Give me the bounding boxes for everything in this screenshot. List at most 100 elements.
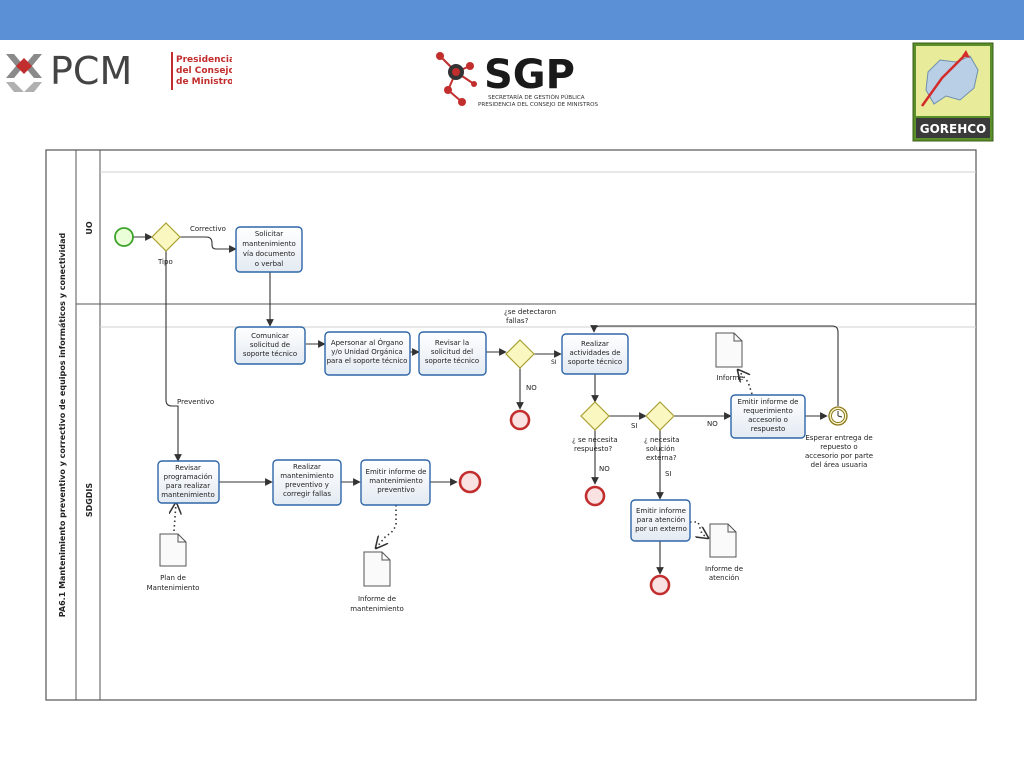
task-comunicar[interactable] [234,326,306,365]
sequence-flows [133,233,839,575]
pcm-mark: PCM [50,49,132,93]
task-emitir-mantenimiento-line1: Emitir informe de [366,468,427,476]
sgp-logo: SGP SECRETARÍA DE GESTIÓN PÚBLICA PRESID… [436,52,599,108]
gorehco-logo: GOREHCO [912,42,994,142]
task-realizar-actividades-line1: Realizar [581,340,609,348]
flow-correctivo[interactable] [180,236,237,253]
task-emitir-mantenimiento[interactable] [360,459,431,506]
task-emitir-mantenimiento-line3: preventivo [377,486,414,494]
doc-plan-label-1: Plan de [160,574,186,582]
sgp-mark: SGP [484,52,575,98]
doc-informe-mant-label-2: mantenimiento [350,605,404,613]
sgp-network-icon [436,52,477,106]
task-revisar-programacion[interactable] [157,460,220,504]
gateway-respuesto-label-2: respuesto? [574,445,613,453]
gateway-externa-label-1: ¿ necesita [644,436,679,444]
timer-event[interactable] [828,406,848,426]
assoc-plan [174,503,176,532]
task-comunicar-line2: solicitud de [250,341,290,349]
gateway-detectaron-label-2: fallas? [506,317,529,325]
flow-no-3-label: NO [707,420,718,428]
task-realizar-preventivo-line2: mantenimiento [280,472,334,480]
gateway-externa[interactable] [645,401,675,431]
task-emitir-requerimiento-line2: requerimiento [743,407,793,415]
task-revisar-solicitud-line3: soporte técnico [425,357,479,365]
doc-informe-atencion-label-1: Informe de [705,565,743,573]
assoc-informe-mant [376,505,397,548]
lane-uo-label: UO [85,221,94,234]
task-emitir-externo[interactable] [630,499,691,542]
task-realizar-actividades-line3: soporte técnico [568,358,622,366]
task-revisar-programacion-line1: Revisar [175,464,201,472]
flow-si-3-label: SI [665,470,672,478]
timer-label-2: repuesto o [820,443,857,451]
flow-si-1-label: SI [551,359,557,366]
pcm-emblem-icon [6,54,42,92]
flow-timer-loop[interactable] [590,325,839,406]
task-apersonar-line2: y/o Unidad Orgánica [331,348,402,356]
task-revisar-solicitud[interactable] [418,331,487,376]
gateway-externa-label-2: solución [646,445,675,453]
gateway-detectaron[interactable] [505,339,535,369]
doc-informe-atencion-icon [709,523,737,558]
task-revisar-programacion-line4: mantenimiento [161,491,215,499]
gorehco-mark: GOREHCO [920,122,987,136]
task-solicitar-line2: mantenimiento [242,240,296,248]
pcm-sub-2: del Consejo [176,66,232,76]
assoc-informe [738,370,753,395]
assoc-informe-atencion [690,521,708,538]
task-emitir-requerimiento-line4: respuesto [751,425,786,433]
doc-plan-label-2: Mantenimiento [147,584,200,592]
task-revisar-solicitud-line1: Revisar la [435,339,469,347]
sgp-sub-1: SECRETARÍA DE GESTIÓN PÚBLICA [488,94,585,101]
gateway-respuesto[interactable] [580,401,610,431]
task-solicitar-line4: o verbal [255,260,284,268]
task-realizar-preventivo-line1: Realizar [293,463,321,471]
task-emitir-externo-line1: Emitir informe [636,507,686,515]
associations [174,370,753,548]
task-comunicar-line3: soporte técnico [243,350,297,358]
task-revisar-solicitud-line2: solicitud del [431,348,473,356]
flow-no-1-label: NO [526,384,537,392]
lane-sdgdis-label: SDGDIS [85,483,94,518]
end-event-no-fallas[interactable] [509,409,531,431]
task-comunicar-line1: Comunicar [251,332,289,340]
task-revisar-programacion-line2: programación [164,473,213,481]
task-solicitar-line1: Solicitar [255,230,283,238]
doc-informe-label: Informe [716,374,743,382]
gateway-externa-label-3: externa? [646,454,677,462]
end-event-preventivo[interactable] [458,470,482,494]
task-solicitar[interactable] [235,226,303,273]
doc-informe-mant-icon [363,551,391,587]
gateway-tipo-label: Tipo [157,258,173,266]
pcm-logo: PCM Presidencia del Consejo de Ministros [6,49,232,93]
sgp-sub-2: PRESIDENCIA DEL CONSEJO DE MINISTROS [478,102,599,108]
flow-correctivo-label: Correctivo [190,225,226,233]
task-realizar-actividades-line2: actividades de [569,349,620,357]
pcm-sub-1: Presidencia [176,55,232,65]
flow-preventivo-label: Preventivo [177,398,214,406]
task-realizar-preventivo[interactable] [272,459,342,506]
task-realizar-preventivo-line3: preventivo y [285,481,329,489]
start-event[interactable] [114,227,134,247]
task-apersonar[interactable] [324,331,411,376]
end-event-no-respuesto[interactable] [584,485,606,507]
task-emitir-requerimiento[interactable] [730,394,806,439]
task-emitir-externo-line2: para atención [637,516,685,524]
timer-label-1: Esperar entrega de [805,434,872,442]
flow-preventivo[interactable] [165,250,182,462]
end-event-externo[interactable] [649,574,671,596]
task-emitir-externo-line3: por un externo [635,525,687,533]
doc-plan-icon [159,533,187,567]
gateway-respuesto-label-1: ¿ se necesita [572,436,618,444]
flow-si-2-label: SI [631,422,638,430]
pcm-sub-3: de Ministros [176,77,232,87]
gateway-tipo[interactable] [151,222,181,252]
task-realizar-preventivo-line4: corregir fallas [283,490,331,498]
task-emitir-requerimiento-line3: accesorio o [748,416,788,424]
task-realizar-actividades[interactable] [561,333,629,375]
task-emitir-mantenimiento-line2: mantenimiento [369,477,423,485]
gateway-detectaron-label-1: ¿se detectaron [504,308,556,316]
doc-informe-mant-label-1: Informe de [358,595,396,603]
